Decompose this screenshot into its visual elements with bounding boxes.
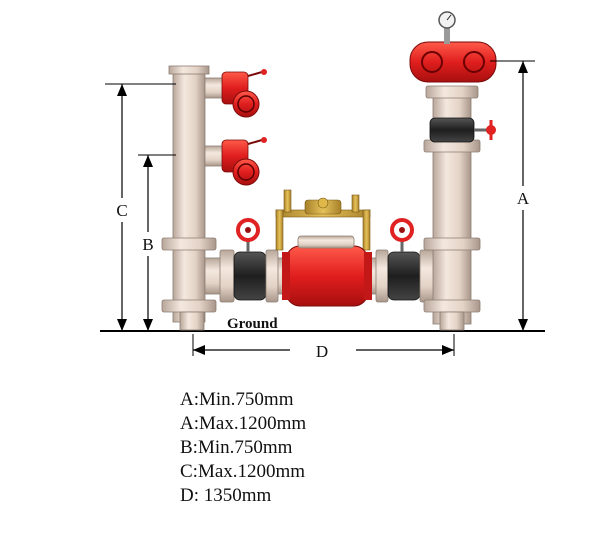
dimension-a-label: A	[517, 189, 530, 208]
dimension-d: D	[192, 334, 455, 361]
dimension-a: A	[490, 60, 535, 331]
right-riser	[423, 85, 496, 331]
dimension-b: B	[137, 154, 176, 331]
ground-label: Ground	[227, 316, 278, 332]
dimension-b-label: B	[142, 235, 153, 254]
spec-a-max: A:Max.1200mm	[180, 413, 307, 434]
inlet-breeching-head	[409, 11, 497, 83]
dimension-c: C	[105, 83, 176, 331]
gate-valve-handwheel-left	[236, 218, 260, 252]
spec-c-max: C:Max.1200mm	[180, 461, 306, 482]
dimension-c-label: C	[116, 201, 127, 220]
specification-list: A:Min.750mm A:Max.1200mm B:Min.750mm C:M…	[180, 388, 306, 508]
brass-bypass-trim	[275, 189, 371, 251]
spec-d: D: 1350mm	[180, 485, 272, 506]
check-valve	[282, 235, 372, 307]
landing-valve-lower	[221, 137, 267, 186]
spec-b-min: B:Min.750mm	[180, 437, 293, 458]
gate-valve-handwheel-right	[390, 218, 414, 252]
landing-valve-upper	[221, 69, 267, 118]
left-riser	[161, 65, 224, 331]
dimension-d-label: D	[316, 342, 328, 361]
spec-a-min: A:Min.750mm	[180, 389, 294, 410]
